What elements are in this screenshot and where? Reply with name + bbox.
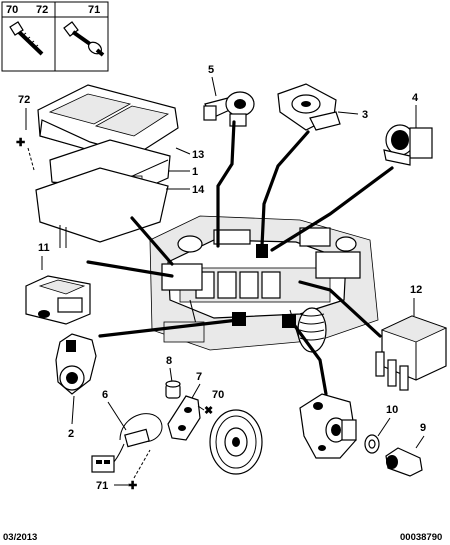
- water-housing-part: [299, 393, 357, 459]
- callout-2: 2: [68, 428, 74, 440]
- callout-14: 14: [192, 184, 205, 196]
- callout-72: 72: [18, 94, 30, 106]
- legend-ref-72: 72: [36, 4, 48, 16]
- callout-12: 12: [410, 284, 422, 296]
- screw-icon: [9, 21, 44, 56]
- fastener-legend: 70 72 71: [1, 1, 109, 72]
- control-relay-part: [375, 315, 448, 391]
- cross-marker-70: ✖: [204, 405, 213, 417]
- throttle-sensor-part: [277, 83, 341, 131]
- bracket-part: [167, 395, 201, 441]
- pressure-sensor-part: [203, 91, 255, 127]
- spacer-part: [165, 380, 181, 399]
- callout-11: 11: [38, 242, 50, 254]
- callout-70: 70: [212, 389, 224, 401]
- callout-71: 71: [96, 480, 108, 492]
- footer-date: 03/2013: [3, 532, 37, 543]
- callout-6: 6: [102, 389, 108, 401]
- speed-sensor-part: [91, 413, 163, 473]
- callout-4: 4: [412, 92, 419, 104]
- sensor-part-2: [55, 333, 97, 395]
- callout-13: 13: [192, 149, 204, 161]
- temperature-sender-part: [385, 447, 423, 477]
- plus-marker-71: ✚: [128, 480, 137, 492]
- leader-4: [270, 166, 394, 252]
- leader-5: [216, 120, 236, 248]
- callout-3: 3: [362, 109, 368, 121]
- plus-marker-72: ✚: [16, 137, 25, 149]
- callout-1: 1: [192, 166, 198, 178]
- callout-8: 8: [166, 355, 172, 367]
- relay-part: [25, 275, 91, 325]
- flywheel-part: [209, 409, 263, 475]
- leader-12: [298, 280, 382, 338]
- leader-ecu: [130, 216, 174, 266]
- legend-ref-70: 70: [6, 4, 18, 16]
- leader-9: [290, 320, 328, 396]
- leader-11: [86, 260, 174, 278]
- washer-part: [364, 434, 380, 454]
- ecu-assembly: [27, 84, 179, 248]
- flanged-bolt-icon: [63, 21, 105, 57]
- legend-ref-71: 71: [88, 4, 100, 16]
- callout-5: 5: [208, 64, 214, 76]
- callout-9: 9: [420, 422, 426, 434]
- footer-code: 00038790: [400, 532, 442, 543]
- callout-10: 10: [386, 404, 398, 416]
- leader-2: [98, 318, 240, 338]
- callout-7: 7: [196, 371, 202, 383]
- temperature-sensor-part: [383, 124, 433, 166]
- leader-3: [260, 130, 310, 248]
